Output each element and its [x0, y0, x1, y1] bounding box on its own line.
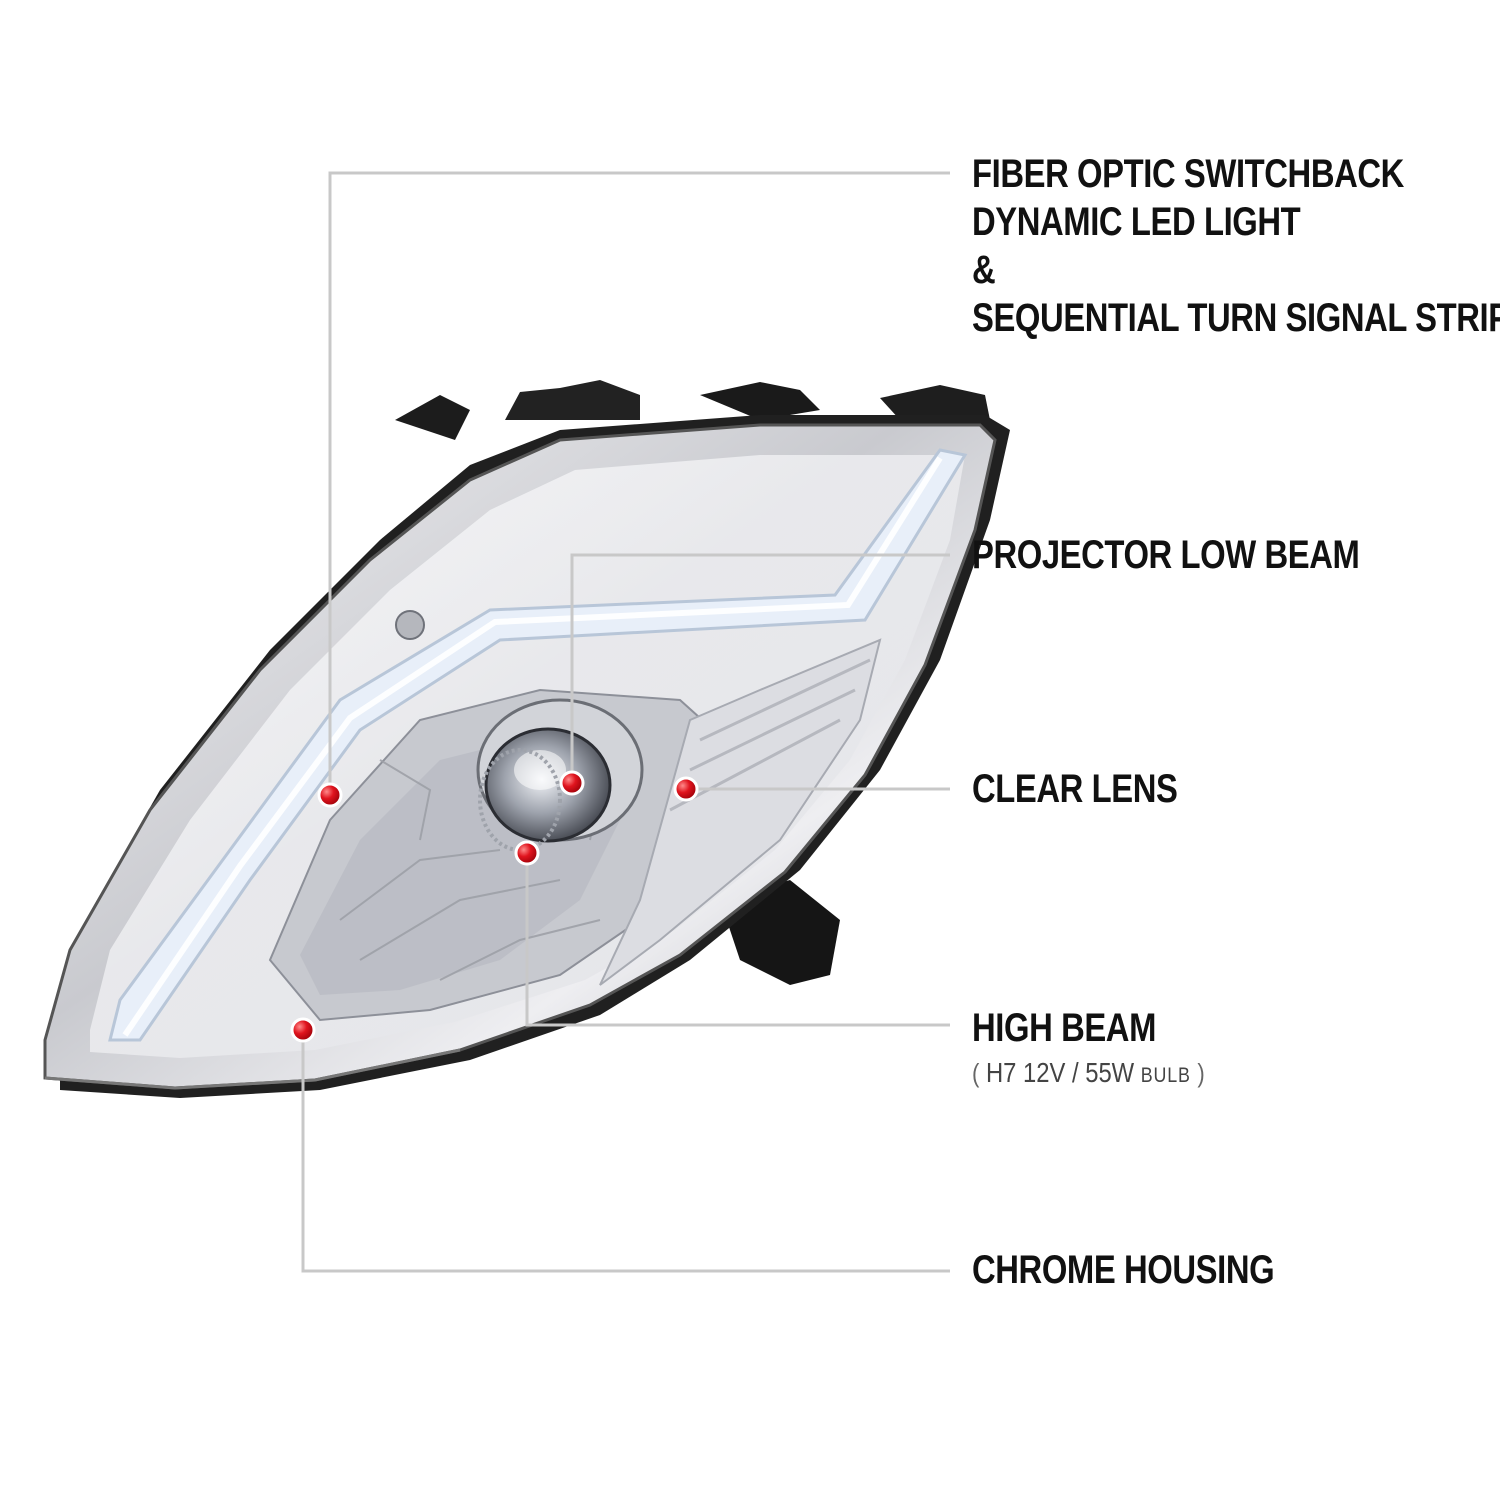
leader-lines: [301, 171, 950, 1273]
callout-high-beam-spec: ( H7 12V / 55W BULB ): [972, 1056, 1205, 1093]
callout-fiber-optic: FIBER OPTIC SWITCHBACK DYNAMIC LED LIGHT…: [972, 150, 1500, 342]
leader-line-fiber-optic: [328, 171, 950, 795]
marker-chrome-housing: [290, 1017, 316, 1043]
callout-projector-low-beam: PROJECTOR LOW BEAM: [972, 533, 1360, 577]
callout-fiber-optic-line-4: SEQUENTIAL TURN SIGNAL STRIP: [972, 296, 1500, 340]
marker-fiber-optic: [317, 782, 343, 808]
leader-line-chrome-housing: [301, 1030, 950, 1273]
marker-projector: [559, 770, 585, 796]
callout-fiber-optic-line-1: FIBER OPTIC SWITCHBACK: [972, 152, 1404, 196]
callout-chrome-housing: CHROME HOUSING: [972, 1248, 1275, 1292]
callout-fiber-optic-line-3: &: [972, 248, 996, 292]
spec-open-paren: (: [972, 1058, 980, 1088]
callout-markers: [290, 770, 699, 1043]
spec-bulb-word: BULB: [1140, 1064, 1191, 1087]
marker-high-beam: [514, 840, 540, 866]
marker-clear-lens: [673, 776, 699, 802]
callout-fiber-optic-line-2: DYNAMIC LED LIGHT: [972, 200, 1301, 244]
leader-line-projector: [570, 553, 950, 783]
spec-close-paren: ): [1197, 1058, 1205, 1088]
spec-bulb-type: H7 12V / 55W: [985, 1057, 1135, 1088]
callout-high-beam: HIGH BEAM: [972, 1006, 1157, 1050]
headlight-housing: [43, 380, 1010, 1098]
leader-line-high-beam: [525, 853, 950, 1027]
callout-clear-lens: CLEAR LENS: [972, 767, 1178, 811]
